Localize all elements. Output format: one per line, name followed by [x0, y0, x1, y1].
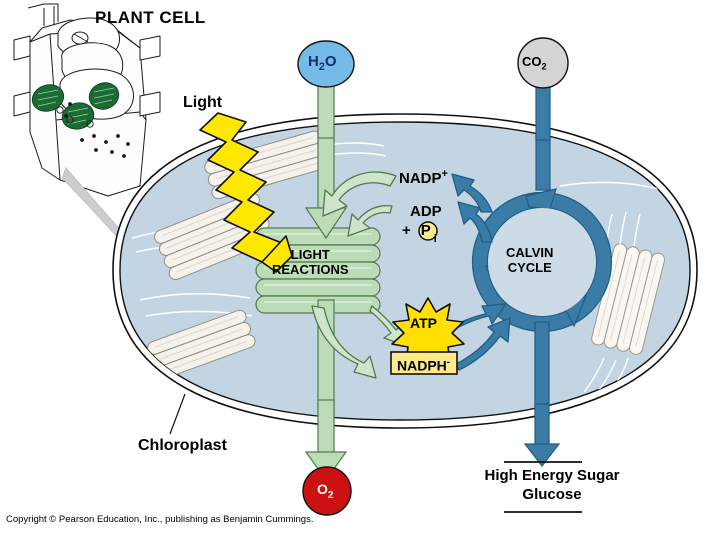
- stroma-contents: [131, 122, 666, 420]
- sugar-output-label: High Energy Sugar Glucose: [466, 466, 638, 504]
- sugar-line-2: Glucose: [522, 486, 582, 503]
- water-formula-tail: O: [324, 53, 337, 70]
- page-title: PLANT CELL: [95, 8, 206, 27]
- oxygen-molecule-circle: [302, 466, 352, 516]
- granum-right: [583, 211, 666, 395]
- nadp-base: NADP: [399, 170, 442, 187]
- oxygen-formula-sub: 2: [327, 489, 334, 501]
- nadp-charge: +: [441, 168, 448, 180]
- nadph-box: [390, 351, 458, 375]
- oxygen-label: O2: [317, 481, 334, 501]
- nadp-plus-label: NADP+: [399, 168, 448, 187]
- light-reactions-line1: LIGHT: [290, 247, 330, 262]
- chloroplast-leader-line: [169, 393, 186, 435]
- oxygen-outflow-arrow: [304, 399, 348, 482]
- calvin-cycle-line1: CALVIN: [506, 245, 554, 260]
- light-reactions-label: LIGHT REACTIONS: [272, 247, 349, 277]
- granum-lower-left: [147, 309, 256, 380]
- sugar-outflow: [534, 321, 550, 420]
- sugar-line-1: High Energy Sugar: [484, 467, 620, 484]
- water-label: H2O: [308, 53, 337, 73]
- water-formula-sub: 2: [318, 61, 325, 73]
- co2-stem: [535, 79, 551, 141]
- light-reaction-product-arrows: [311, 171, 407, 379]
- light-reactions-line2: REACTIONS: [272, 262, 349, 277]
- phosphate-letter: P: [420, 222, 431, 239]
- co2-label: CO2: [522, 54, 547, 72]
- sugar-label-rules: [504, 461, 582, 513]
- water-formula-base: H: [308, 53, 319, 70]
- calvin-cycle-line2: CYCLE: [507, 260, 552, 275]
- calvin-cycle-label: CALVIN CYCLE: [506, 245, 553, 275]
- nadph-charge: -: [446, 357, 451, 368]
- atp-label: ATP: [410, 315, 437, 331]
- water-molecule-circle: [297, 40, 355, 88]
- phosphate-plus: +: [402, 222, 411, 239]
- chloroplast-label: Chloroplast: [138, 437, 227, 454]
- phosphate-subscript: i: [433, 233, 437, 245]
- co2-molecule-circle: [517, 37, 569, 89]
- sugar-outflow-arrow: [523, 403, 561, 467]
- light-ray-lightning-icon: [199, 112, 293, 273]
- inorganic-phosphate-circle: [418, 221, 438, 241]
- oxygen-formula-base: O: [317, 481, 328, 497]
- granum-mid-left: [154, 192, 275, 281]
- light-label: Light: [183, 94, 223, 111]
- nadph-label: NADPH-: [397, 357, 450, 374]
- nadph-base: NADPH: [397, 357, 447, 374]
- co2-formula-sub: 2: [541, 61, 547, 72]
- calvin-cycle-center: [488, 208, 596, 316]
- co2-formula-base: CO: [522, 54, 542, 69]
- plant-cell-illustration: [13, 3, 161, 197]
- adp-label: ADP: [410, 203, 442, 220]
- copyright-notice: Copyright © Pearson Education, Inc., pub…: [6, 514, 314, 525]
